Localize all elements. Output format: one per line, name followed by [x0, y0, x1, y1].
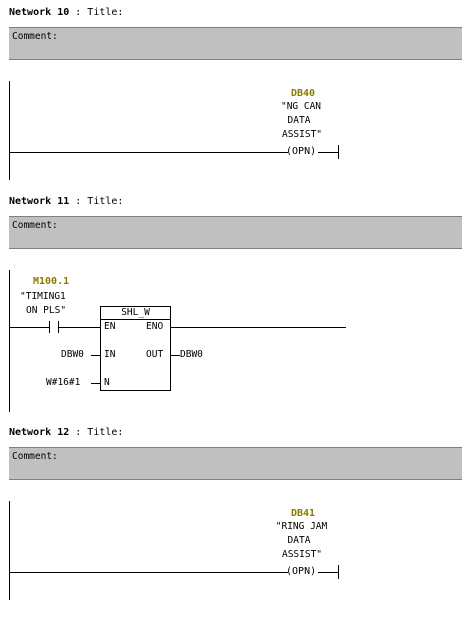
network-11-header: Network 11 : Title:: [9, 196, 123, 207]
pin-wire: [91, 383, 100, 384]
coil-end-bar: [338, 565, 339, 579]
pin-en: EN: [104, 321, 116, 332]
rung-wire: [318, 572, 338, 573]
block-symbol-line: DATA: [287, 535, 311, 546]
network-12-header: Network 12 : Title:: [9, 427, 123, 438]
network-number: 11: [57, 196, 70, 207]
rung-wire: [58, 327, 100, 328]
network-number: 12: [57, 427, 70, 438]
n-operand[interactable]: W#16#1: [46, 377, 81, 388]
opn-coil[interactable]: (OPN): [286, 146, 317, 157]
contact-symbol-line: ON PLS": [26, 305, 67, 316]
comment-label: Comment:: [12, 31, 58, 42]
block-symbol-line: ASSIST": [281, 549, 323, 560]
rung-wire: [9, 152, 288, 153]
block-symbol-line: "NG CAN: [280, 101, 322, 112]
coil-end-bar: [338, 145, 339, 159]
pin-eno: ENO: [146, 321, 164, 332]
in-operand[interactable]: DBW0: [61, 349, 84, 360]
comment-label: Comment:: [12, 451, 58, 462]
rung-wire: [171, 327, 346, 328]
power-rail: [9, 270, 10, 412]
network-11-comment[interactable]: Comment:: [9, 216, 462, 249]
pin-out: OUT: [146, 349, 164, 360]
pin-n: N: [104, 377, 110, 388]
opn-coil[interactable]: (OPN): [286, 566, 317, 577]
block-symbol-line: DATA: [287, 115, 311, 126]
block-address[interactable]: DB40: [291, 88, 316, 99]
network-title[interactable]: : Title:: [75, 427, 124, 438]
rung-wire: [9, 327, 49, 328]
pin-wire: [91, 355, 100, 356]
power-rail: [9, 81, 10, 180]
box-title: SHL_W: [121, 307, 150, 318]
network-number: 10: [57, 7, 70, 18]
block-symbol-line: "RING JAM: [275, 521, 328, 532]
power-rail: [9, 501, 10, 600]
block-symbol-line: ASSIST": [281, 129, 323, 140]
network-title[interactable]: : Title:: [75, 7, 124, 18]
rung-wire: [9, 572, 288, 573]
coil-op-label: OPN: [292, 146, 311, 157]
network-10-header: Network 10 : Title:: [9, 7, 123, 18]
coil-op-label: OPN: [292, 566, 311, 577]
network-title[interactable]: : Title:: [75, 196, 124, 207]
contact-symbol-line: "TIMING1: [20, 291, 66, 302]
block-address[interactable]: DB41: [291, 508, 316, 519]
out-operand[interactable]: DBW0: [180, 349, 203, 360]
comment-label: Comment:: [12, 220, 58, 231]
pin-in: IN: [104, 349, 116, 360]
network-label: Network: [9, 196, 52, 207]
network-label: Network: [9, 7, 52, 18]
contact-address[interactable]: M100.1: [33, 276, 70, 287]
network-12-comment[interactable]: Comment:: [9, 447, 462, 480]
box-title-divider: [100, 319, 171, 320]
rung-wire: [318, 152, 338, 153]
pin-wire: [171, 355, 180, 356]
network-10-comment[interactable]: Comment:: [9, 27, 462, 60]
contact-left-bar: [49, 321, 50, 333]
network-label: Network: [9, 427, 52, 438]
shl-w-box[interactable]: [100, 306, 171, 391]
